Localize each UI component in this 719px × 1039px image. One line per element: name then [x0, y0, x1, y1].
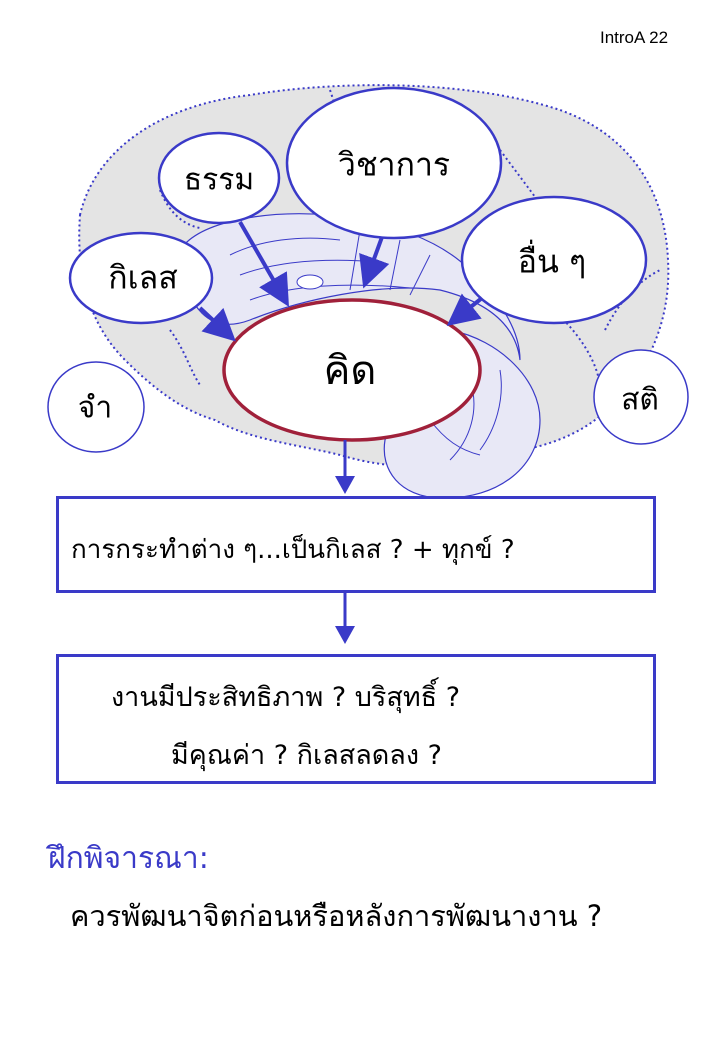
node-kilet-label: กิเลส	[108, 258, 178, 297]
node-shapes	[47, 86, 689, 453]
actions-text: การกระทำต่าง ๆ...เป็นกิเลส ? + ทุกข์ ?	[71, 535, 515, 565]
arrow-uen-to-khit	[446, 293, 484, 326]
arrowhead-khit-to-box1	[335, 476, 355, 494]
sati-ellipse	[593, 349, 689, 445]
node-cham-label: จำ	[77, 390, 113, 426]
thalamus-oval	[296, 274, 324, 290]
evaluation-box: งานมีประสิทธิภาพ ? บริสุทธิ์ ? มีคุณค่า …	[56, 654, 656, 784]
arrow-wichakan-to-khit	[359, 236, 390, 289]
dhamma-ellipse	[157, 131, 281, 225]
footer-title: ฝึกพิจารณา:	[48, 841, 209, 876]
uen-ellipse	[460, 195, 648, 325]
footer-question: ควรพัฒนาจิตก่อนหรือหลังการพัฒนางาน ?	[70, 899, 603, 933]
node-uen-label: อื่น ๆ	[517, 242, 587, 281]
wichakan-ellipse	[285, 86, 503, 240]
node-wichakan-label: วิชาการ	[337, 145, 451, 184]
page-id: IntroA 22	[600, 28, 669, 47]
node-dhamma-label: ธรรม	[183, 162, 255, 198]
evaluation-line-1: งานมีประสิทธิภาพ ? บริสุทธิ์ ?	[111, 682, 461, 713]
khit-ellipse	[222, 298, 482, 442]
actions-box: การกระทำต่าง ๆ...เป็นกิเลส ? + ทุกข์ ?	[56, 496, 656, 593]
kilet-ellipse	[68, 231, 214, 325]
cham-ellipse	[47, 361, 145, 453]
arrow-kilet-to-khit	[198, 306, 236, 342]
evaluation-line-2: มีคุณค่า ? กิเลสลดลง ?	[171, 740, 442, 771]
arrowhead-box1-to-box2	[335, 626, 355, 644]
node-khit-label: คิด	[323, 348, 377, 394]
arrow-dhamma-to-khit	[238, 221, 289, 307]
node-sati-label: สติ	[621, 382, 659, 418]
